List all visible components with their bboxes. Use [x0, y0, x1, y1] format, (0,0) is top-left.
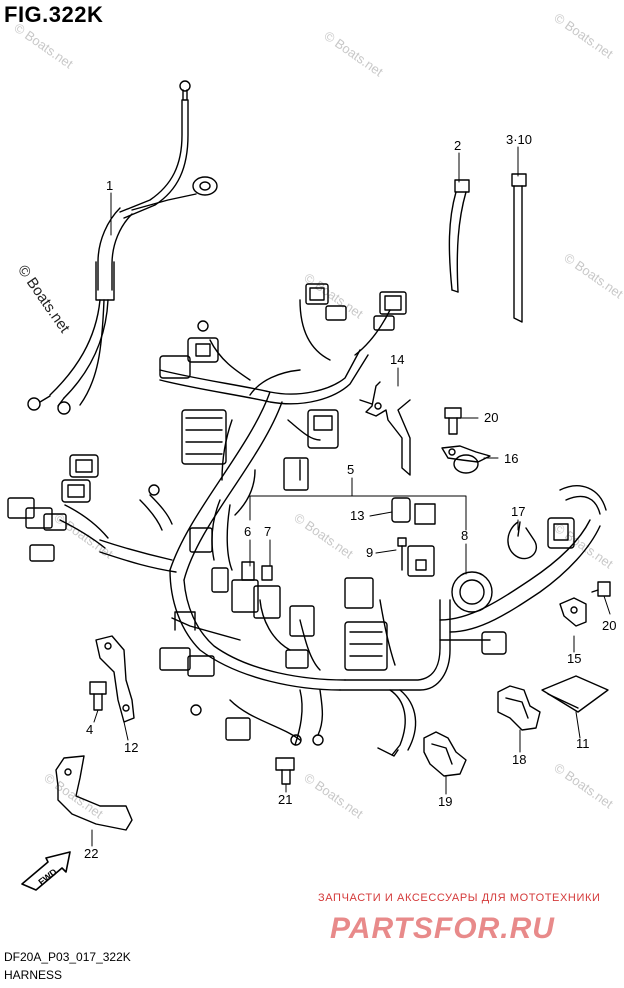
- callout-6: 6: [244, 524, 251, 539]
- fwd-arrow-icon: [21, 851, 71, 891]
- callout-22: 22: [84, 846, 98, 861]
- shop-tagline: ЗАПЧАСТИ И АКСЕССУАРЫ ДЛЯ МОТОТЕХНИКИ: [318, 892, 601, 904]
- bracket-14-drawing: [359, 381, 411, 476]
- callout-2: 2: [454, 138, 461, 153]
- main-harness-drawing: [59, 299, 601, 756]
- callout-17: 17: [511, 504, 525, 519]
- figure-code: DF20A_P03_017_322K: [4, 950, 131, 964]
- callout-1: 1: [106, 178, 113, 193]
- figure-title: FIG.322K: [4, 2, 104, 27]
- callout-4: 4: [86, 722, 93, 737]
- long-cable-tie-drawing: [511, 173, 527, 323]
- callout-8: 8: [461, 528, 468, 543]
- callout-20-upper: 20: [484, 410, 498, 425]
- bolt-20-upper-drawing: [444, 407, 462, 435]
- bracket-15-drawing: [559, 597, 587, 627]
- callout-18: 18: [512, 752, 526, 767]
- bolt-20-right-drawing: [591, 581, 611, 597]
- callout-16: 16: [504, 451, 518, 466]
- connectors-drawing: [7, 283, 607, 757]
- band-17-drawing: [507, 521, 537, 560]
- battery-cable-drawing: [27, 80, 218, 415]
- callout-labels: 1 2 3·10 14 20 16 5 13 9 6 7 8 17 20 15 …: [36, 132, 616, 887]
- holder-19-drawing: [423, 731, 467, 777]
- cable-tie-drawing: [448, 179, 470, 293]
- callout-11: 11: [576, 736, 590, 751]
- callout-7: 7: [264, 524, 271, 539]
- callout-3-10: 3·10: [506, 132, 532, 147]
- holder-18-drawing: [497, 685, 541, 731]
- callout-14: 14: [390, 352, 404, 367]
- leader-lines: [91, 146, 611, 847]
- figure-name: HARNESS: [4, 968, 63, 982]
- sheet-11-drawing: [541, 675, 609, 713]
- bracket-12-drawing: [95, 635, 135, 723]
- bolt-4-drawing: [89, 681, 107, 711]
- screw-21-drawing: [275, 757, 295, 785]
- bracket-22-drawing: [55, 755, 133, 831]
- callout-13: 13: [350, 508, 364, 523]
- callout-21: 21: [278, 792, 292, 807]
- callout-5: 5: [347, 462, 354, 477]
- callout-20-right: 20: [602, 618, 616, 633]
- callout-15: 15: [567, 651, 581, 666]
- clamp-16-drawing: [441, 445, 491, 474]
- shop-logo: PARTSFOR.RU: [330, 912, 555, 945]
- callout-9: 9: [366, 545, 373, 560]
- callout-12: 12: [124, 740, 138, 755]
- callout-19: 19: [438, 794, 452, 809]
